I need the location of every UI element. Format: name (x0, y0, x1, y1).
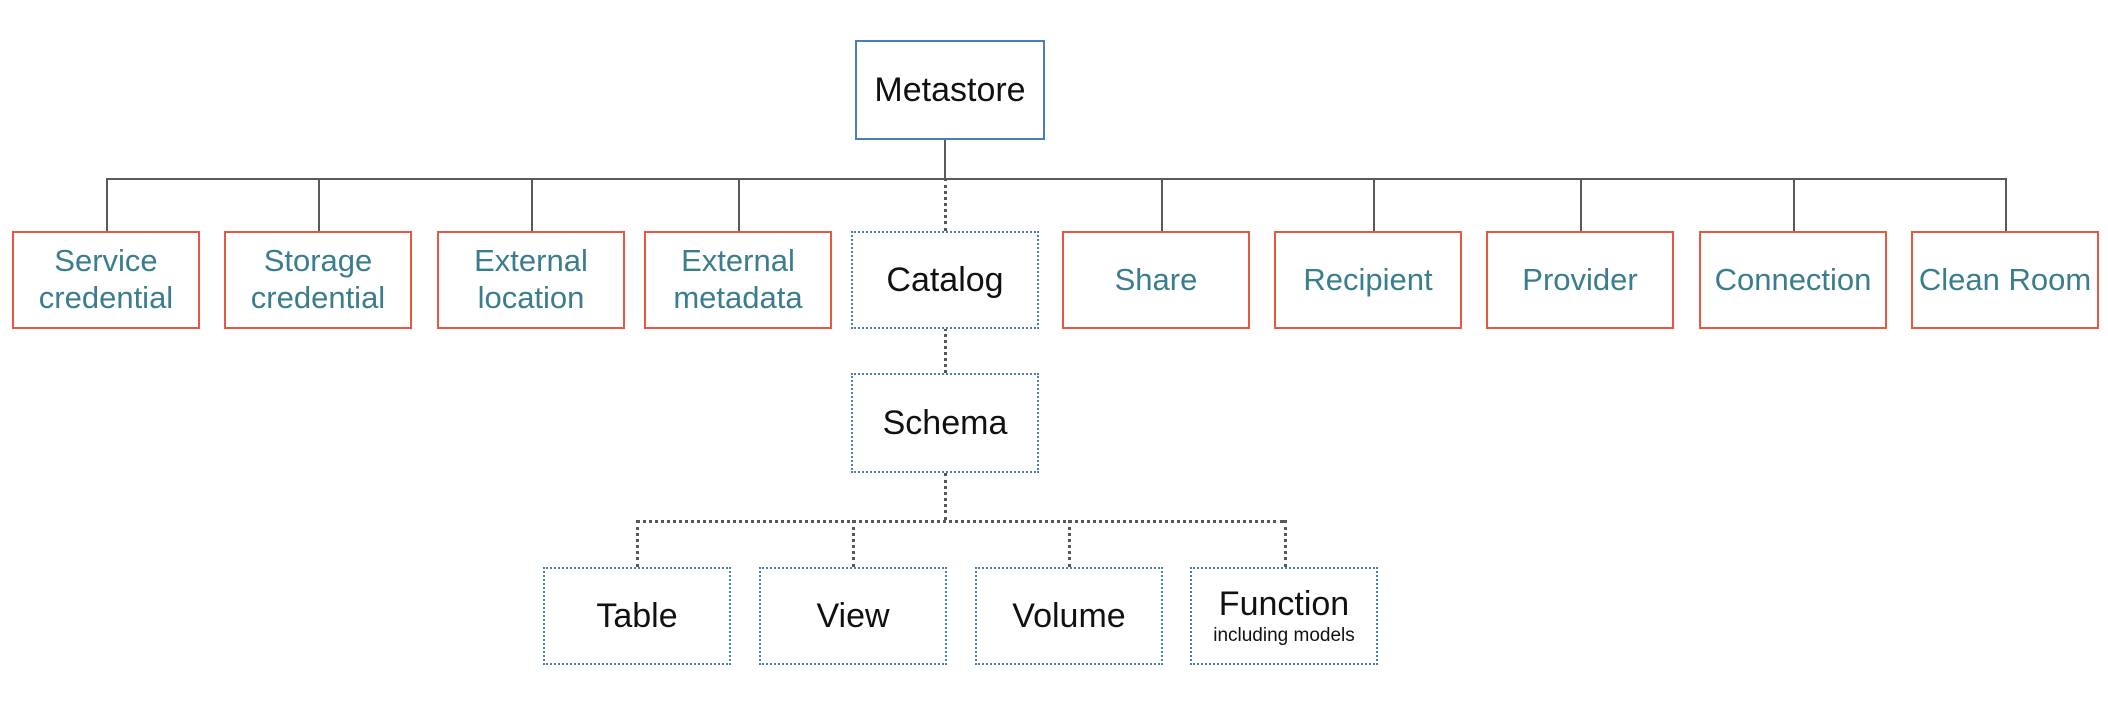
node-provider-label: Provider (1522, 261, 1638, 297)
node-table[interactable]: Table (543, 567, 731, 665)
connector-bus-to-share (1161, 178, 1163, 231)
connector-bus-to-external-location (531, 178, 533, 231)
connector-metastore-to-bus (944, 138, 946, 180)
node-share[interactable]: Share (1062, 231, 1250, 329)
connector-bus-to-storage-credential (318, 178, 320, 231)
node-recipient[interactable]: Recipient (1274, 231, 1462, 329)
node-volume-label: Volume (1012, 596, 1126, 635)
node-view[interactable]: View (759, 567, 947, 665)
node-clean-room-label: Clean Room (1918, 261, 2092, 297)
connector-bus-to-service-credential (106, 178, 108, 231)
node-schema-label: Schema (882, 403, 1008, 442)
connector-catalog-to-schema (944, 328, 947, 373)
node-metastore[interactable]: Metastore (855, 40, 1045, 140)
node-storage-credential-label: Storage credential (250, 243, 386, 315)
connector-bus-to-provider (1580, 178, 1582, 231)
node-metastore-label: Metastore (874, 70, 1026, 109)
node-clean-room[interactable]: Clean Room (1911, 231, 2099, 329)
connector-bus-to-clean-room (2005, 178, 2007, 231)
connector-bus-to-catalog (944, 178, 947, 231)
connector-bus-to-external-metadata (738, 178, 740, 231)
node-function-sublabel: including models (1213, 625, 1355, 647)
node-external-location[interactable]: External location (437, 231, 625, 329)
connector-bus-to-connection (1793, 178, 1795, 231)
node-provider[interactable]: Provider (1486, 231, 1674, 329)
connector-subbus-to-function (1284, 520, 1287, 567)
node-function-label: Function (1218, 585, 1350, 624)
node-function[interactable]: Function including models (1190, 567, 1378, 665)
node-view-label: View (816, 596, 890, 635)
node-schema[interactable]: Schema (851, 373, 1039, 473)
node-external-metadata[interactable]: External metadata (644, 231, 832, 329)
node-external-metadata-label: External metadata (673, 243, 803, 315)
node-share-label: Share (1114, 261, 1198, 297)
connector-bus-horizontal (106, 178, 2006, 180)
node-service-credential[interactable]: Service credential (12, 231, 200, 329)
connector-subbus-to-table (636, 520, 639, 567)
node-table-label: Table (596, 596, 678, 635)
connector-subbus-to-volume (1068, 520, 1071, 567)
connector-subbus-horizontal (636, 520, 1284, 523)
connector-bus-to-recipient (1373, 178, 1375, 231)
node-catalog[interactable]: Catalog (851, 231, 1039, 329)
node-catalog-label: Catalog (886, 260, 1004, 299)
connector-schema-to-subbus (944, 473, 947, 520)
node-service-credential-label: Service credential (38, 243, 174, 315)
node-volume[interactable]: Volume (975, 567, 1163, 665)
node-external-location-label: External location (474, 243, 588, 315)
connector-subbus-to-view (852, 520, 855, 567)
node-storage-credential[interactable]: Storage credential (224, 231, 412, 329)
node-connection[interactable]: Connection (1699, 231, 1887, 329)
node-connection-label: Connection (1714, 261, 1872, 297)
node-recipient-label: Recipient (1303, 261, 1433, 297)
